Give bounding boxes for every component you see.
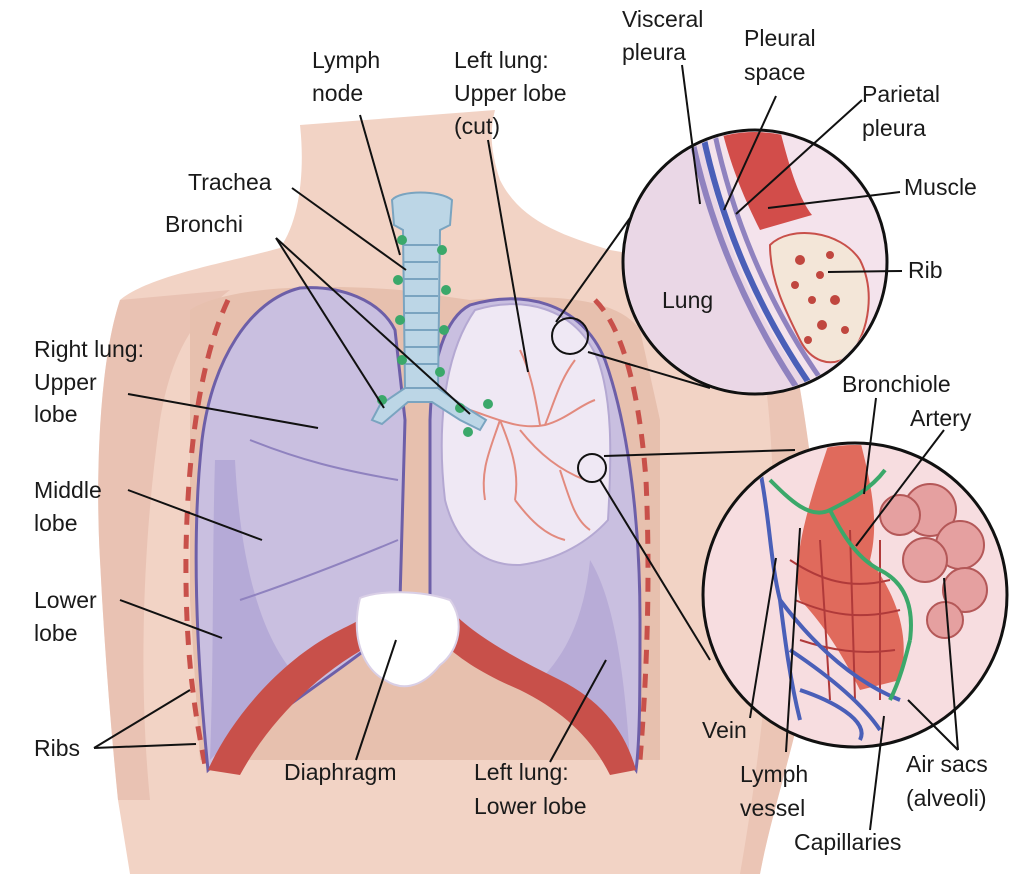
- label-lymph-vessel: Lymph vessel: [740, 761, 815, 821]
- label-bronchiole: Bronchiole: [842, 371, 951, 397]
- capillary-mesh: [789, 529, 901, 701]
- label-lung-inset: Lung: [662, 287, 713, 313]
- label-left-upper-lobe: Left lung: Upper lobe (cut): [454, 47, 573, 139]
- lymph-nodes: [377, 235, 493, 437]
- leader-lines: [93, 64, 959, 831]
- right-lung-fissure-1: [249, 439, 399, 481]
- label-left-lower-lobe: Left lung: Lower lobe: [474, 759, 587, 819]
- label-rib: Rib: [908, 257, 943, 283]
- label-diaphragm: Diaphragm: [284, 759, 397, 785]
- label-muscle: Muscle: [904, 174, 977, 200]
- torso-shade: [98, 290, 231, 800]
- alveoli-inset: [701, 441, 1009, 749]
- label-lower-lobe: Lower lobe: [34, 587, 103, 646]
- pleura-inset: [621, 128, 889, 396]
- label-pleural-space: Pleural space: [744, 25, 822, 85]
- labels: Lymph node Left lung: Upper lobe (cut) V…: [34, 6, 994, 855]
- label-air-sacs: Air sacs (alveoli): [906, 751, 994, 811]
- rib-cage-left: [593, 298, 651, 761]
- vein-network: [758, 469, 901, 741]
- diaphragm-left: [208, 610, 380, 775]
- left-lower-lobe-shading: [540, 560, 630, 760]
- label-lymph-node: Lymph node: [312, 47, 387, 106]
- label-right-upper-lobe: Right lung: Upper lobe: [34, 336, 150, 427]
- label-visceral-pleura: Visceral pleura: [622, 6, 710, 65]
- inset-connectors: [555, 217, 796, 661]
- heart-region: [355, 591, 460, 688]
- diaphragm-right: [440, 610, 636, 775]
- right-lung-fissure-2: [239, 539, 399, 601]
- alveoli-sacs: [879, 483, 988, 639]
- rib-marrow: [791, 251, 849, 344]
- label-capillaries: Capillaries: [794, 829, 901, 855]
- label-trachea: Trachea: [188, 169, 272, 195]
- bronchial-tree-cut: [469, 349, 596, 541]
- magnifier-upper: [551, 317, 589, 355]
- label-vein: Vein: [702, 717, 747, 743]
- label-middle-lobe: Middle lobe: [34, 477, 108, 536]
- magnifier-lower: [577, 453, 607, 483]
- label-artery: Artery: [910, 405, 972, 431]
- label-ribs: Ribs: [34, 735, 80, 761]
- label-parietal-pleura: Parietal pleura: [862, 81, 946, 141]
- label-bronchi: Bronchi: [165, 211, 243, 237]
- lymph-vessel-network: [768, 468, 913, 701]
